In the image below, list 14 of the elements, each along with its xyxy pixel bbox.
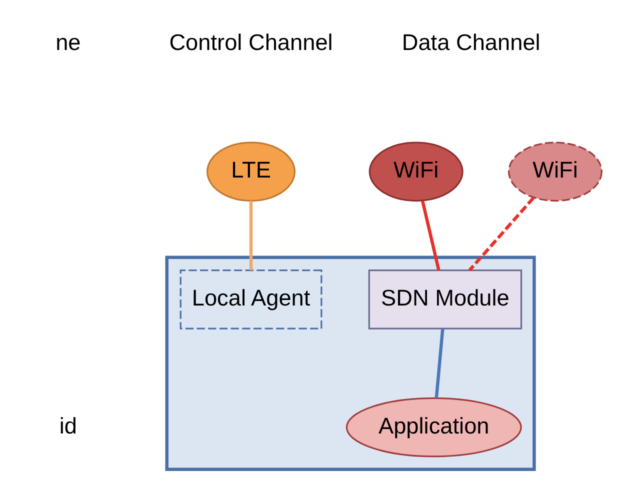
connector <box>468 196 535 272</box>
label: Data Channel <box>402 28 540 55</box>
label: Control Channel <box>169 28 333 55</box>
label: id <box>59 412 77 438</box>
node-ellipse: Application <box>346 397 522 458</box>
node-ellipse: WiFi <box>368 142 464 202</box>
cluster <box>165 256 536 471</box>
node-ellipse: WiFi <box>508 142 602 202</box>
connector <box>434 328 444 398</box>
node-ellipse: LTE <box>206 142 296 202</box>
connector <box>249 200 253 270</box>
node-box: SDN Module <box>368 270 522 330</box>
label: ne <box>56 28 81 55</box>
node-box: Local Agent <box>180 270 322 330</box>
